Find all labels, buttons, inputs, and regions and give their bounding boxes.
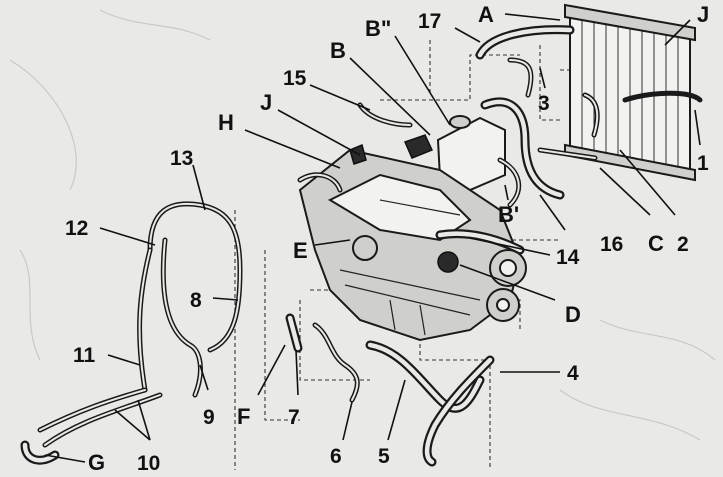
- label-14: 14: [556, 246, 580, 269]
- label-8: 8: [190, 289, 202, 312]
- label-7: 7: [288, 406, 300, 429]
- label-13: 13: [170, 147, 193, 170]
- label-17: 17: [418, 10, 441, 33]
- label-B-prime: B': [498, 202, 519, 227]
- engine-block: [298, 134, 527, 342]
- leader-lines: [44, 13, 701, 463]
- label-1: 1: [697, 152, 709, 175]
- label-C: C: [648, 231, 664, 256]
- label-2: 2: [677, 233, 689, 256]
- label-6: 6: [330, 445, 342, 468]
- label-J-mid: J: [260, 90, 272, 115]
- label-H: H: [218, 110, 234, 135]
- label-D: D: [565, 302, 581, 327]
- hoses: [20, 25, 703, 467]
- label-16: 16: [600, 233, 623, 256]
- background-traces: [9, 9, 716, 441]
- label-B: B: [330, 38, 346, 63]
- label-4: 4: [567, 362, 579, 385]
- label-11: 11: [73, 344, 96, 367]
- label-3: 3: [538, 92, 550, 115]
- label-B-double-prime: B": [365, 16, 391, 41]
- label-A: A: [478, 2, 494, 27]
- label-12: 12: [65, 217, 88, 240]
- label-5: 5: [378, 445, 390, 468]
- label-E: E: [293, 238, 308, 263]
- label-9: 9: [203, 406, 215, 429]
- label-G: G: [88, 450, 105, 475]
- callout-labels: A J B" 17 B 15 J H 3 1 13 12 E B' 14 16 …: [65, 2, 709, 475]
- label-15: 15: [283, 67, 307, 90]
- expansion-tank: [436, 115, 522, 208]
- label-J-top: J: [697, 2, 709, 27]
- label-10: 10: [137, 452, 160, 475]
- label-F: F: [237, 404, 250, 429]
